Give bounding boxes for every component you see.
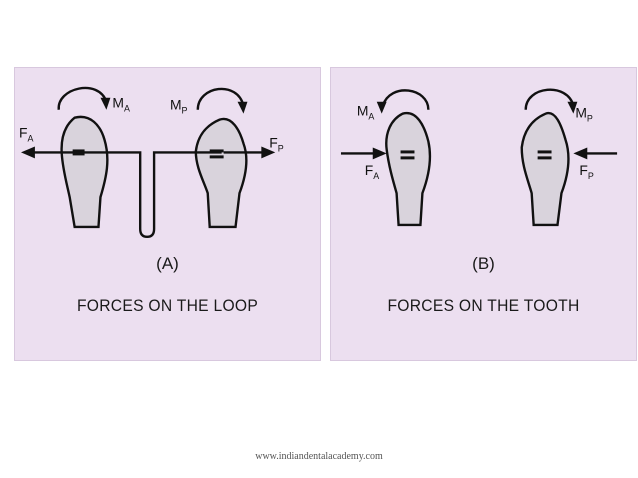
label-mp: MP xyxy=(575,105,593,124)
panel-b-title: FORCES ON THE TOOTH xyxy=(387,296,580,315)
right-bracket-top xyxy=(537,150,552,154)
right-tooth xyxy=(194,117,248,229)
label-mp: MP xyxy=(170,97,188,116)
moment-arrow-right xyxy=(567,101,578,114)
panel-forces-on-loop: MA MP FA FP (A) FORCES ON THE LOOP xyxy=(14,67,321,361)
loop-wire xyxy=(76,151,222,239)
footer-url: www.indiandentalacademy.com xyxy=(255,451,383,462)
force-arrowhead-right xyxy=(261,146,276,159)
force-arrowhead-left xyxy=(372,147,387,160)
label-fp: FP xyxy=(269,134,284,153)
force-arrowhead-right xyxy=(573,147,588,160)
right-bracket-top xyxy=(209,149,224,153)
right-bracket-bottom xyxy=(209,155,224,159)
moment-arc-left xyxy=(381,89,430,110)
moment-arc-left xyxy=(57,86,108,110)
left-tooth xyxy=(60,115,109,229)
left-bracket-bottom xyxy=(400,156,415,160)
right-bracket-bottom xyxy=(537,156,552,160)
moment-arc-right xyxy=(196,87,245,110)
panel-b-label: (B) xyxy=(472,254,495,273)
label-fa: FA xyxy=(19,125,34,144)
moment-arc-right xyxy=(524,88,575,110)
right-tooth xyxy=(520,111,570,227)
moment-arrow-left xyxy=(376,101,387,114)
panel-a-title: FORCES ON THE LOOP xyxy=(76,296,259,315)
moment-arrow-right xyxy=(237,101,248,114)
panel-a-label: (A) xyxy=(156,254,179,273)
moment-arrow-left xyxy=(100,97,111,110)
force-arrowhead-left xyxy=(21,146,35,159)
label-ma: MA xyxy=(112,95,130,114)
label-fp: FP xyxy=(579,162,594,181)
panel-forces-on-tooth: MA MP FA FP (B) FORCES ON THE TOOTH xyxy=(330,67,637,361)
left-bracket-top xyxy=(400,150,415,154)
loop-diagram: MA MP FA FP xyxy=(19,86,284,239)
label-ma: MA xyxy=(357,103,375,122)
left-tooth xyxy=(385,111,432,227)
label-fa: FA xyxy=(365,162,380,181)
tooth-diagram: MA MP FA FP xyxy=(340,88,618,227)
